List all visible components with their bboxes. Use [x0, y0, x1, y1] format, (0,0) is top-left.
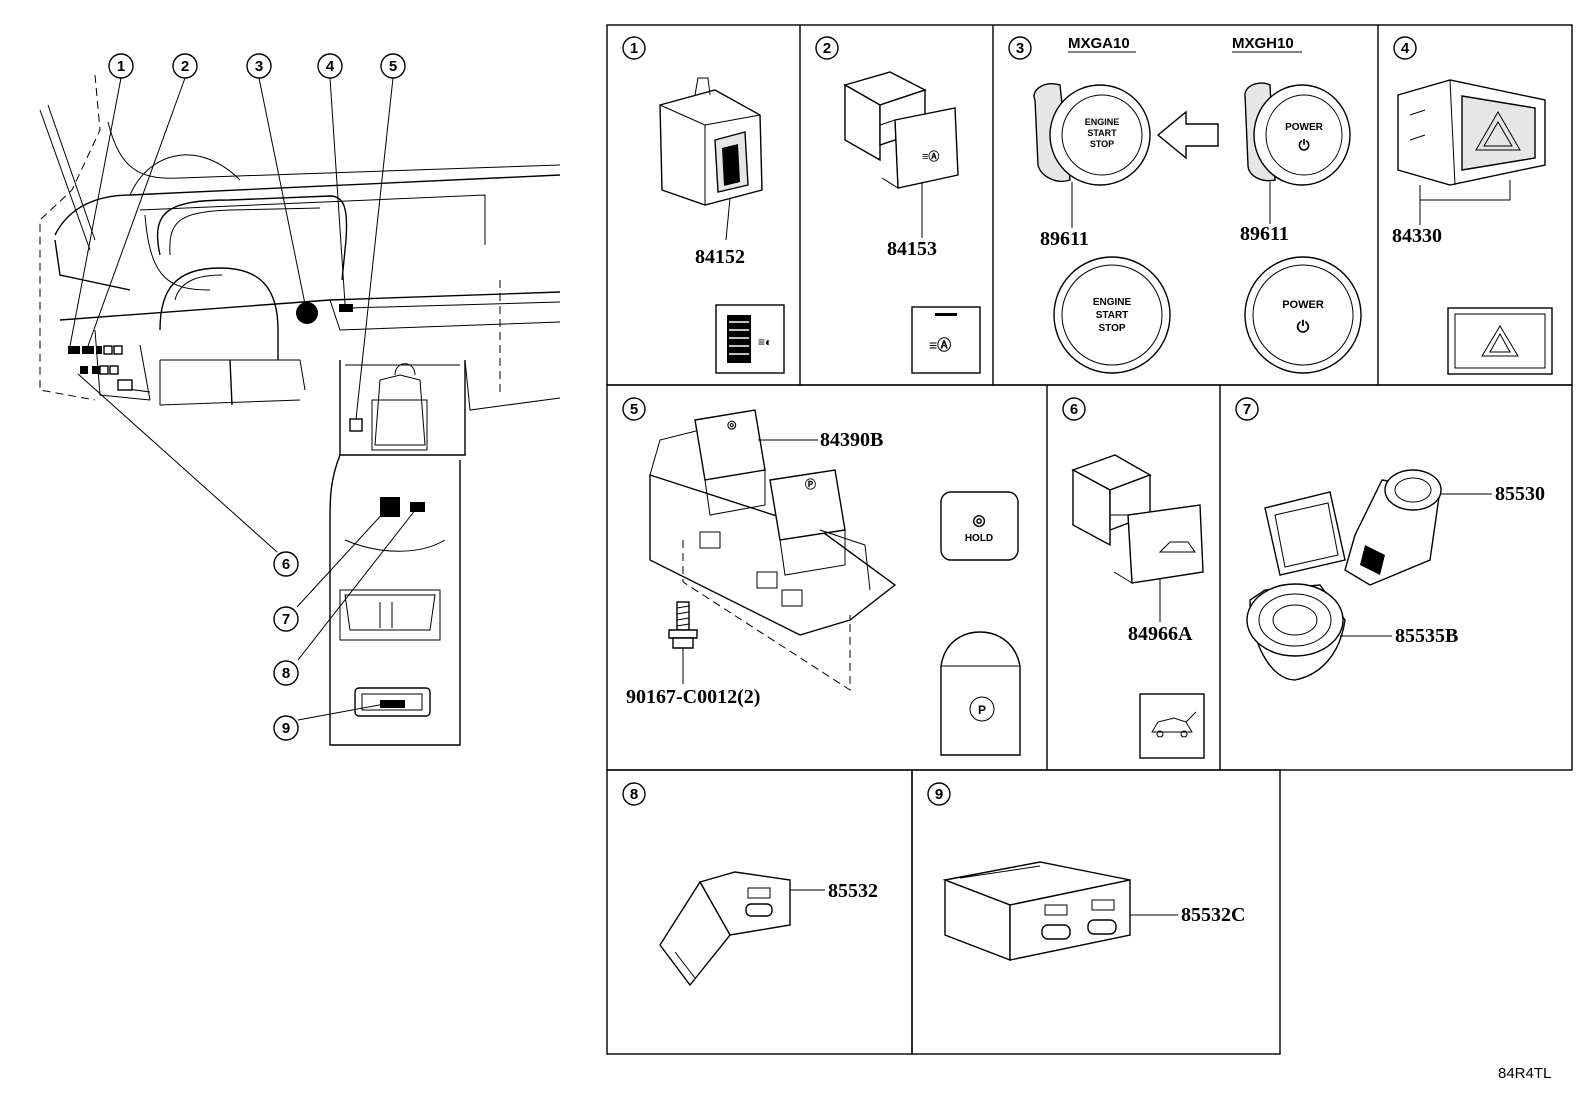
hold-label: HOLD [965, 533, 993, 544]
variant-mxga10: MXGA10 [1068, 35, 1130, 52]
power-outlet-socket-illustration [1246, 491, 1346, 681]
part-85532: 85532 [828, 880, 878, 902]
engine-start-button-illustration: ENGINE START STOP [1033, 83, 1151, 186]
part-89611-b: 89611 [1240, 223, 1289, 245]
auto-high-beam-icon: ≡Ⓐ [929, 337, 951, 353]
panel-3-number: 3 [1016, 40, 1024, 57]
engine-btn-side-line2: START [1087, 128, 1117, 138]
power-button-face: POWER ⏻ [1244, 256, 1362, 374]
panel-1-number: 1 [630, 40, 638, 57]
engine-btn-side-line1: ENGINE [1085, 117, 1120, 127]
auto-high-beam-switch-illustration: ≡Ⓐ [843, 71, 959, 189]
part-89611-a: 89611 [1040, 228, 1089, 250]
panel-4-number: 4 [1401, 40, 1410, 57]
back-door-switch-illustration [1071, 454, 1204, 584]
overview-callout-9: 9 [282, 720, 290, 737]
panel-7-number: 7 [1243, 401, 1251, 418]
dashboard-overview: 1 2 3 4 5 6 7 8 9 [39, 53, 561, 746]
part-84390b: 84390B [820, 429, 883, 451]
part-90167-c0012: 90167-C0012(2) [626, 686, 760, 708]
panel-7: 7 85530 85535B [1235, 397, 1545, 681]
power-icon: ⏻ [1297, 319, 1310, 336]
part-84966a: 84966A [1128, 623, 1193, 645]
panel-6: 6 84966A [1062, 397, 1205, 759]
left-arrow-icon [1156, 110, 1219, 160]
cigarette-lighter-illustration [1344, 469, 1442, 586]
panel-9-number: 9 [935, 786, 943, 803]
bolt-illustration [668, 601, 698, 649]
part-85532c: 85532C [1181, 904, 1245, 926]
part-84330: 84330 [1392, 225, 1442, 247]
overview-callout-2: 2 [181, 58, 189, 75]
headlight-icon: ≡◐ [758, 335, 772, 349]
panel-3: 3 MXGA10 MXGH10 ENGINE START STOP POWER … [1008, 35, 1362, 374]
overview-callout-1: 1 [117, 58, 125, 75]
power-btn-face-label: POWER [1282, 299, 1324, 311]
variant-mxgh10: MXGH10 [1232, 35, 1294, 52]
panel-4: 4 84330 [1392, 36, 1553, 375]
diagram-code: 84R4TL [1498, 1065, 1551, 1082]
overview-callout-3: 3 [255, 58, 263, 75]
headlight-leveling-switch-face: ≡◐ [715, 304, 785, 374]
parking-brake-switch-illustration: ◎ Ⓟ [649, 409, 897, 636]
part-85530: 85530 [1495, 483, 1545, 505]
engine-btn-face-line3: STOP [1098, 323, 1125, 334]
panel-2-number: 2 [823, 40, 831, 57]
overview-callout-7: 7 [282, 611, 290, 628]
auto-high-beam-switch-face: ≡Ⓐ [911, 306, 981, 374]
overview-callout-8: 8 [282, 665, 290, 682]
engine-start-button-face: ENGINE START STOP [1053, 256, 1171, 374]
panel-9: 9 85532C [927, 782, 1245, 962]
usb-port-illustration [659, 871, 791, 987]
park-icon-small: Ⓟ [805, 477, 816, 491]
dual-usb-port-illustration [942, 861, 1131, 962]
overview-callout-4: 4 [326, 58, 335, 75]
panel-5: 5 ◎ Ⓟ 84390B 90167-C00 [622, 397, 1021, 756]
overview-callout-6: 6 [282, 556, 290, 573]
part-84153: 84153 [887, 238, 937, 260]
power-button-illustration: POWER ⏻ [1244, 82, 1351, 186]
panel-2: 2 ≡Ⓐ 84153 ≡Ⓐ [815, 36, 981, 374]
power-btn-side-label: POWER [1285, 122, 1324, 133]
headlight-leveling-switch-illustration [659, 77, 763, 206]
panel-6-number: 6 [1070, 401, 1078, 418]
engine-btn-face-line1: ENGINE [1093, 297, 1132, 308]
hold-button-face: ◎ HOLD [940, 491, 1019, 561]
panel-grid [606, 24, 1573, 1055]
auto-high-beam-icon-small: ≡Ⓐ [922, 149, 939, 163]
panel-8-number: 8 [630, 786, 638, 803]
back-door-icon [1151, 717, 1193, 733]
panel-1: 1 84152 ≡◐ [622, 36, 785, 374]
part-84152: 84152 [695, 246, 745, 268]
part-85535b: 85535B [1395, 625, 1458, 647]
overview-callout-5: 5 [389, 58, 397, 75]
back-door-switch-face [1139, 693, 1205, 759]
hazard-switch-illustration [1397, 79, 1546, 201]
hazard-switch-face [1447, 307, 1553, 375]
park-button-face: P [940, 631, 1021, 756]
hold-icon: ◎ [972, 512, 985, 529]
hold-icon-small: ◎ [727, 419, 737, 431]
hazard-icon [1481, 325, 1519, 357]
panel-5-number: 5 [630, 401, 638, 418]
panel-8: 8 85532 [622, 782, 878, 987]
engine-btn-face-line2: START [1096, 310, 1129, 321]
power-icon-small: ⏻ [1298, 137, 1309, 153]
engine-btn-side-line3: STOP [1090, 139, 1114, 149]
park-label: P [978, 703, 986, 717]
